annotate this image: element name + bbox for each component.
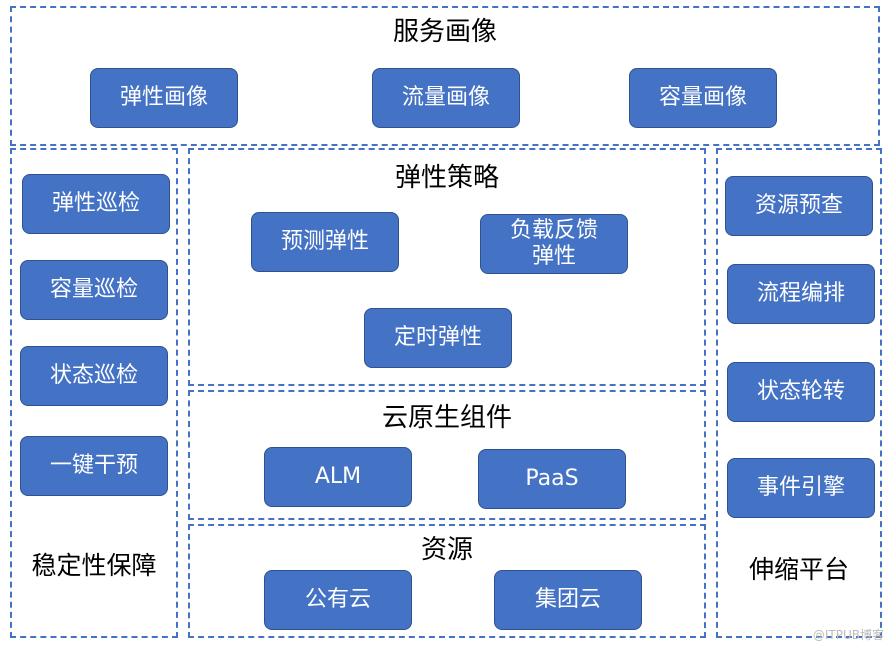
capacity-profile-box: 容量画像 (629, 68, 777, 128)
one-click-intervention-box: 一键干预 (20, 436, 168, 496)
watermark-text: @ITPUB博客 (812, 628, 884, 642)
paas-box: PaaS (478, 449, 626, 509)
traffic-profile-box: 流量画像 (372, 68, 520, 128)
resource-precheck-box: 资源预查 (725, 176, 873, 236)
alm-box: ALM (264, 447, 412, 507)
predictive-elastic-box: 预测弹性 (251, 212, 399, 272)
scheduled-elastic-box: 定时弹性 (364, 308, 512, 368)
state-inspection-box: 状态巡检 (20, 346, 168, 406)
scaling-platform-panel: 资源预查 流程编排 状态轮转 事件引擎 伸缩平台 (716, 148, 882, 638)
scaling-platform-label: 伸缩平台 (748, 555, 849, 584)
elastic-inspection-box: 弹性巡检 (22, 174, 170, 234)
resources-title: 资源 (420, 535, 473, 565)
load-feedback-elastic-box: 负载反馈 弹性 (480, 214, 628, 274)
elastic-profile-box: 弹性画像 (90, 68, 238, 128)
elastic-strategy-panel: 弹性策略 预测弹性 负载反馈 弹性 定时弹性 (188, 148, 706, 386)
service-profile-title: 服务画像 (392, 17, 497, 47)
elastic-strategy-title: 弹性策略 (394, 163, 499, 193)
state-rotation-box: 状态轮转 (727, 362, 875, 422)
stability-panel: 弹性巡检 容量巡检 状态巡检 一键干预 稳定性保障 (10, 148, 178, 638)
resources-panel: 资源 公有云 集团云 (188, 524, 706, 638)
public-cloud-box: 公有云 (264, 570, 412, 630)
group-cloud-box: 集团云 (494, 570, 642, 630)
capacity-inspection-box: 容量巡检 (20, 260, 168, 320)
service-profile-panel: 服务画像 弹性画像 流量画像 容量画像 (10, 6, 880, 146)
cloud-native-panel: 云原生组件 ALM PaaS (188, 390, 706, 520)
stability-label: 稳定性保障 (31, 551, 157, 580)
cloud-native-title: 云原生组件 (381, 403, 512, 433)
process-orchestration-box: 流程编排 (727, 264, 875, 324)
event-engine-box: 事件引擎 (727, 458, 875, 518)
